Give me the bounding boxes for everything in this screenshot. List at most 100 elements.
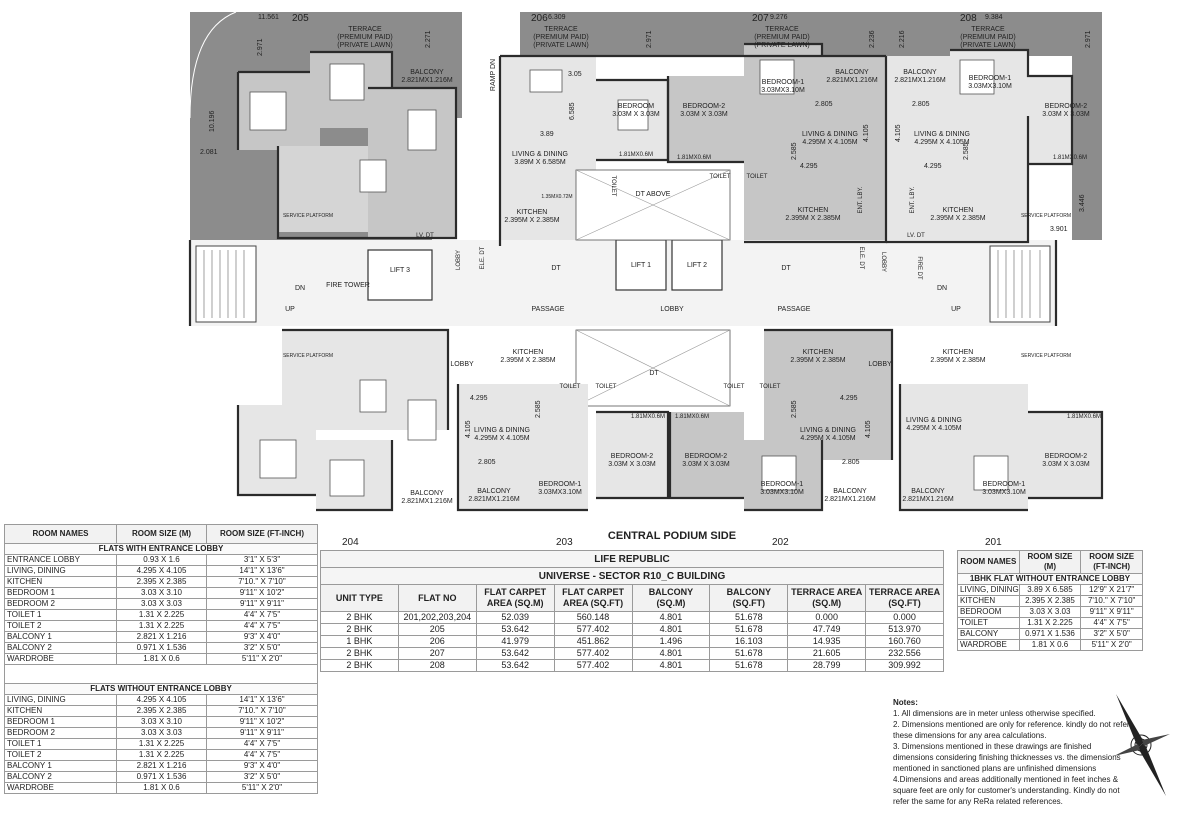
wardrobe-202: 1.81MX0.6M (675, 414, 709, 420)
dim-2971-a: 2.971 (257, 38, 264, 56)
cell: 1.31 X 2.225 (116, 609, 207, 621)
col-room-size-ft: ROOM SIZE (FT-INCH) (206, 524, 318, 544)
cell: 9'3" X 4'0" (206, 760, 318, 772)
toilet-207-b: TOILET (747, 174, 768, 180)
cell: 3.03 X 3.03 (1018, 606, 1082, 618)
unit-207-balcony (822, 56, 886, 96)
balcony-208-size: 2.821MX1.216M (894, 77, 946, 84)
lift-3-shaft (367, 249, 433, 301)
cell: 14.935 (787, 635, 867, 648)
dim-2216: 2.216 (899, 30, 906, 48)
dim-2585-c: 2.585 (535, 400, 542, 418)
dim-4105-b: 4.105 (895, 124, 902, 142)
bedroom1-201: BEDROOM-1 (983, 481, 1026, 488)
unit-208-balcony (886, 56, 950, 96)
cell: 560.148 (553, 611, 633, 624)
service-platform-201: SERVICE PLATFORM (1021, 353, 1071, 359)
cell: 14'1" X 13'6" (206, 694, 318, 706)
dim-389: 3.89 (540, 131, 554, 138)
cell: 577.402 (553, 659, 633, 672)
cell: KITCHEN (4, 705, 117, 717)
unit-207-bedroom-2 (668, 76, 744, 162)
cell: 577.402 (553, 647, 633, 660)
lv-dt-205: LV. DT (416, 233, 434, 239)
bedroom2-202: BEDROOM-2 (685, 453, 728, 460)
cell: WARDROBE (957, 639, 1020, 651)
cell: BEDROOM (957, 606, 1020, 618)
lobby-left: LOBBY (456, 250, 462, 270)
cell: 28.799 (787, 659, 867, 672)
living-202: LIVING & DINING (800, 427, 856, 434)
lobby-bottom-left: LOBBY (450, 361, 474, 368)
section-row: FLATS WITH ENTRANCE LOBBY (4, 543, 318, 555)
dim-2236: 2.236 (869, 30, 876, 48)
kitchen-201-size: 2.395M X 2.385M (930, 357, 985, 364)
terrace-premium-208: (PREMIUM PAID) (960, 34, 1015, 41)
cell: 1.31 X 2.225 (116, 749, 207, 761)
dt-left: DT (551, 265, 561, 272)
col-carpet-sqm: FLAT CARPET AREA (SQ.M) (475, 584, 555, 612)
dim-6585: 6.585 (569, 102, 576, 120)
dim-11561: 11.561 (258, 14, 279, 21)
stair-left-treads (203, 250, 245, 318)
living-208-size: 4.295M X 4.105M (914, 139, 969, 146)
cell: 7'10." X 7'10" (1080, 595, 1143, 607)
cell: 205 (397, 623, 477, 636)
cell: BEDROOM 2 (4, 727, 117, 739)
left-table-body: FLATS WITH ENTRANCE LOBBY ENTRANCE LOBBY… (4, 543, 318, 794)
cell: 4'4" X 7'5" (206, 738, 318, 750)
cell: 207 (397, 647, 477, 660)
bedroom-206-size: 3.03M X 3.03M (612, 111, 660, 118)
bedroom2-208: BEDROOM-2 (1045, 103, 1088, 110)
bedroom2-201: BEDROOM-2 (1045, 453, 1088, 460)
cell: 16.103 (709, 635, 789, 648)
area-statement-table: LIFE REPUBLIC UNIVERSE - SECTOR R10_C BU… (320, 550, 944, 672)
cell: 41.979 (475, 635, 555, 648)
lobby-bottom-right: LOBBY (868, 361, 892, 368)
cell: 51.678 (709, 647, 789, 660)
dim-10196: 10.196 (209, 110, 216, 132)
fire-dt-label: FIRE DT (916, 256, 922, 280)
cell: 2.395 X 2.385 (1018, 595, 1082, 607)
terrace-lawn-205: (PRIVATE LAWN) (337, 42, 392, 49)
terrace-lawn-207: (PRIVATE LAWN) (754, 42, 809, 49)
dim-4295-c: 4.295 (470, 395, 488, 402)
notes-title: Notes: (893, 698, 918, 707)
ele-dt-left: ELE. DT (480, 246, 486, 269)
cell: 4.801 (631, 647, 711, 660)
bedroom1-203: BEDROOM-1 (539, 481, 582, 488)
unit-203-living (458, 384, 588, 510)
dim-2585-d: 2.585 (791, 400, 798, 418)
living-203-size: 4.295M X 4.105M (474, 435, 529, 442)
cell: 1.31 X 2.225 (116, 620, 207, 632)
cell: KITCHEN (957, 595, 1020, 607)
cell: WARDROBE (4, 653, 117, 665)
section-heading: FLATS WITH ENTRANCE LOBBY (4, 543, 318, 555)
room-size-table-right: ROOM NAMES ROOM SIZE (M) ROOM SIZE (FT-I… (957, 550, 1143, 651)
col-room-names: ROOM NAMES (957, 550, 1020, 574)
bedroom1-202: BEDROOM-1 (761, 481, 804, 488)
notes-block: Notes: 1. All dimensions are in meter un… (893, 697, 1133, 807)
col-balcony-sqm: BALCONY (SQ.M) (631, 584, 711, 612)
terrace-premium-205: (PREMIUM PAID) (337, 34, 392, 41)
terrace-label-206: TERRACE (544, 26, 578, 33)
cell: 0.000 (787, 611, 867, 624)
col-room-names: ROOM NAMES (4, 524, 117, 544)
unit-203-bedroom-2 (596, 412, 668, 498)
stair-right (989, 245, 1051, 323)
cell: 9'11" X 9'11" (206, 598, 318, 610)
unit-label-207: 207 (752, 13, 769, 24)
cell: 4.295 X 4.105 (116, 565, 207, 577)
dim-6309: 6.309 (548, 14, 566, 21)
service-platform-208: SERVICE PLATFORM (1021, 213, 1071, 219)
cell: 14'1" X 13'6" (206, 565, 318, 577)
spacer-cell (4, 664, 318, 684)
cell: 4'4" X 7'5" (206, 749, 318, 761)
toilet-206: TOILET (610, 176, 616, 197)
cell: 201,202,203,204 (397, 611, 477, 624)
table-subtitle-row: UNIVERSE - SECTOR R10_C BUILDING (320, 567, 944, 585)
